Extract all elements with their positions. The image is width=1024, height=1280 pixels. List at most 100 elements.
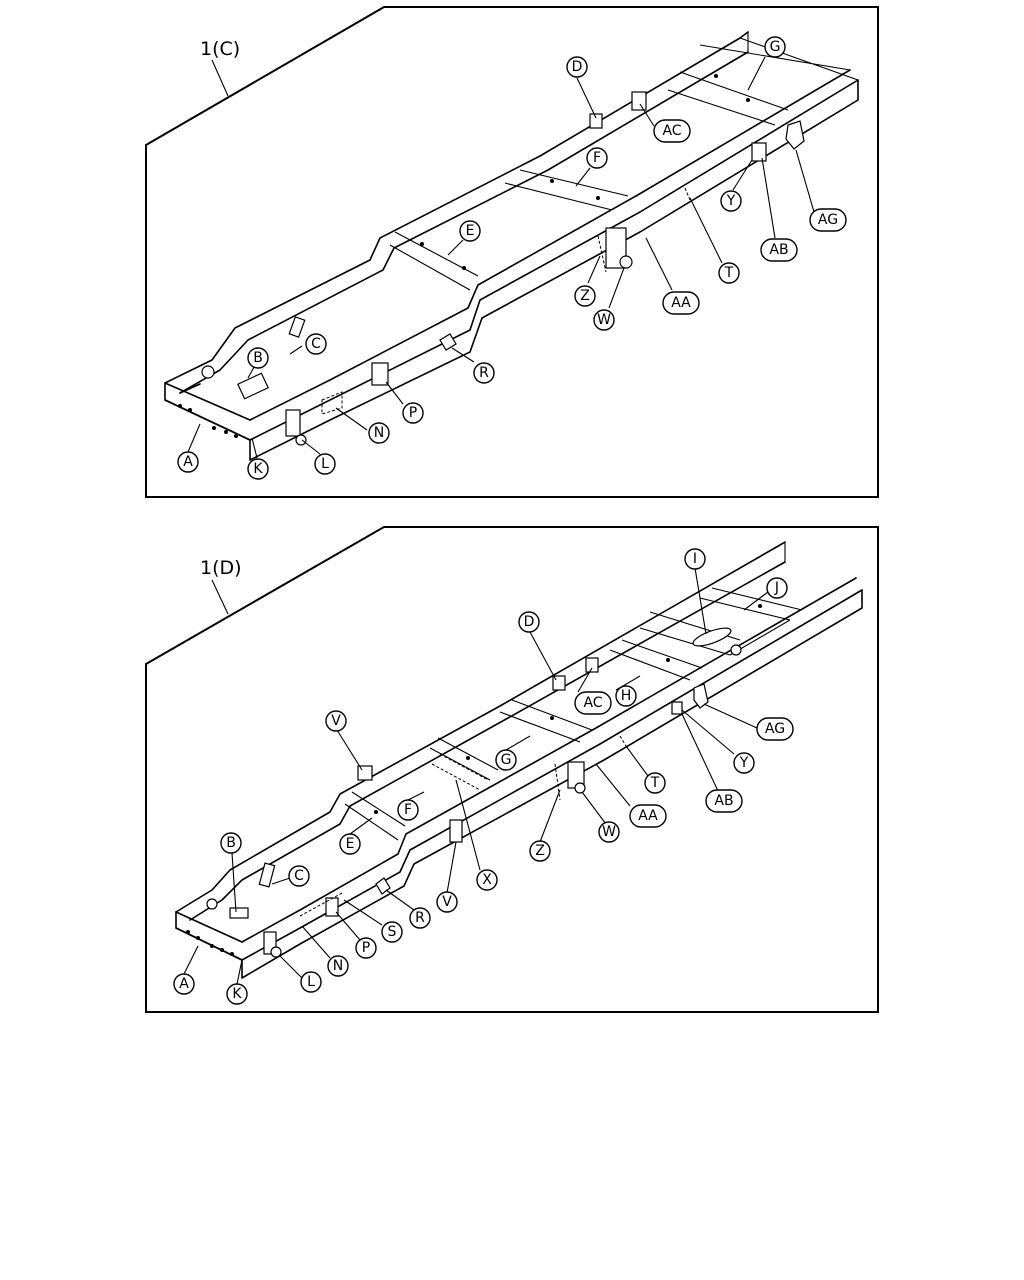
svg-text:B: B [226,835,236,851]
panel-1c: 1(C) [145,6,879,498]
svg-text:R: R [479,365,489,381]
callout-t: T [718,262,740,284]
svg-text:P: P [362,940,370,956]
svg-text:Y: Y [726,193,736,209]
callout-b: B [247,347,269,369]
callout-ac: AC [574,691,612,715]
callout-ac: AC [653,119,691,143]
callout-p: P [355,937,377,959]
svg-text:D: D [572,59,583,75]
svg-text:AC: AC [583,695,602,711]
callout-aa: AA [662,291,700,315]
svg-text:AG: AG [765,721,785,737]
callout-r: R [409,907,431,929]
callout-v-upper: V [325,710,347,732]
panel-1d-title-leader [211,579,229,615]
svg-text:J: J [774,580,779,596]
panel-1c-border [145,6,879,498]
callout-w: W [593,309,615,331]
callout-h: H [615,685,637,707]
svg-text:W: W [602,824,616,840]
svg-text:F: F [593,150,601,166]
callout-l: L [314,453,336,475]
panel-1d-parts [186,604,762,958]
callout-a: A [177,451,199,473]
svg-text:R: R [415,910,425,926]
svg-text:H: H [621,688,632,704]
callout-g: G [495,749,517,771]
callout-b: B [220,832,242,854]
panel-1c-title: 1(C) [200,38,240,60]
panel-1c-title-leader [211,59,229,97]
callout-y: Y [720,190,742,212]
callout-d: D [566,56,588,78]
callout-ab: AB [705,789,743,813]
callout-g: G [764,36,786,58]
svg-text:C: C [294,868,304,884]
svg-text:V: V [442,894,452,910]
callout-z: Z [574,285,596,307]
callout-f: F [586,147,608,169]
svg-text:A: A [179,976,189,992]
svg-text:AA: AA [671,295,691,311]
svg-text:A: A [183,454,193,470]
callout-a: A [173,973,195,995]
svg-text:AC: AC [662,123,681,139]
svg-text:I: I [693,551,697,567]
svg-text:G: G [770,39,781,55]
svg-text:V: V [331,713,341,729]
svg-text:C: C [311,336,321,352]
svg-text:K: K [232,986,242,1002]
callout-f: F [397,799,419,821]
panel-1d-border [145,526,879,1013]
callout-v-lower: V [436,891,458,913]
callout-n: N [368,422,390,444]
svg-text:AG: AG [818,212,838,228]
panel-1c-parts [178,74,805,446]
svg-text:X: X [482,872,492,888]
svg-text:P: P [409,405,417,421]
svg-text:Z: Z [580,288,590,304]
svg-text:L: L [307,974,315,990]
svg-text:Z: Z [535,843,545,859]
callout-s: S [381,921,403,943]
svg-text:D: D [524,614,535,630]
svg-text:W: W [597,312,611,328]
callout-j: J [766,577,788,599]
svg-text:T: T [650,775,660,791]
svg-text:B: B [253,350,263,366]
callout-c: C [288,865,310,887]
svg-text:L: L [321,456,329,472]
svg-text:E: E [346,836,355,852]
svg-text:S: S [388,924,397,940]
svg-text:AA: AA [638,808,658,824]
callout-e: E [339,833,361,855]
callout-l: L [300,971,322,993]
panel-1c-leaders [187,56,815,459]
svg-text:K: K [253,461,263,477]
callout-k: K [226,983,248,1005]
callout-p: P [402,402,424,424]
callout-c: C [305,333,327,355]
callout-x: X [476,869,498,891]
svg-text:AB: AB [769,242,788,258]
svg-text:F: F [404,802,412,818]
callout-r: R [473,362,495,384]
callout-t: T [644,772,666,794]
svg-text:G: G [501,752,512,768]
callout-e: E [459,220,481,242]
svg-text:T: T [724,265,734,281]
svg-text:N: N [333,958,343,974]
callout-ag: AG [809,208,847,232]
callout-n: N [327,955,349,977]
svg-text:E: E [466,223,475,239]
callout-z: Z [529,840,551,862]
callout-i: I [684,548,706,570]
svg-text:AB: AB [714,793,733,809]
panel-1d: 1(D) [145,526,879,1013]
callout-ab: AB [760,238,798,262]
callout-y: Y [733,752,755,774]
callout-ag: AG [756,717,794,741]
panel-1d-title: 1(D) [200,557,242,579]
svg-text:N: N [374,425,384,441]
